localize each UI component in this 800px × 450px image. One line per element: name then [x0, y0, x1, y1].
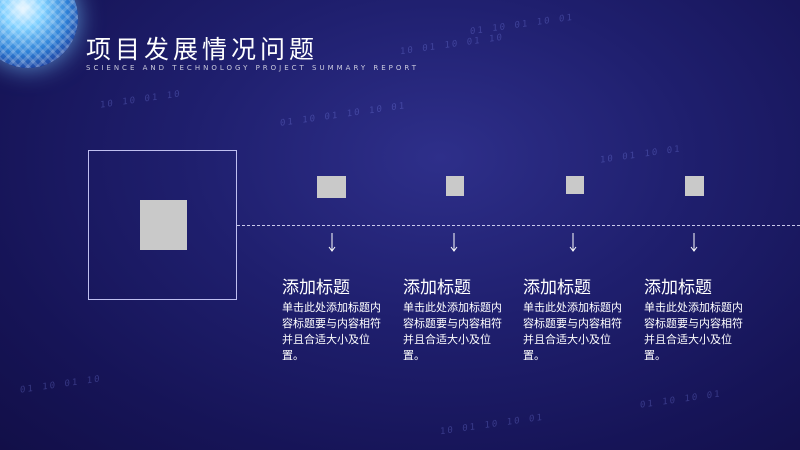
binary-code-decoration: 10 01 10 01 10 [400, 32, 504, 58]
binary-code-decoration: 01 10 01 10 01 [470, 12, 574, 38]
binary-code-decoration: 10 01 10 10 01 [440, 412, 544, 438]
step-heading: 添加标题 [644, 278, 712, 298]
step-description: 单击此处添加标题内容标题要与内容相符并且合适大小及位置。 [282, 301, 381, 362]
arrow-down-icon [569, 233, 577, 252]
disco-ball-icon [0, 0, 78, 68]
main-image-placeholder[interactable] [140, 200, 187, 250]
step-heading: 添加标题 [282, 278, 350, 298]
step-description: 单击此处添加标题内容标题要与内容相符并且合适大小及位置。 [403, 301, 502, 362]
binary-code-decoration: 01 10 01 10 [20, 374, 102, 396]
arrow-down-icon [328, 233, 336, 252]
binary-code-decoration: 10 01 10 01 [600, 144, 682, 166]
step-heading: 添加标题 [523, 278, 591, 298]
binary-code-decoration: 10 10 01 10 [100, 89, 182, 111]
page-title: 项目发展情况问题 [86, 35, 319, 64]
step-image-placeholder[interactable] [685, 176, 704, 196]
step-image-placeholder[interactable] [317, 176, 346, 198]
step-heading: 添加标题 [403, 278, 471, 298]
step-image-placeholder[interactable] [566, 176, 584, 194]
main-image-frame [88, 150, 237, 300]
step-image-placeholder[interactable] [446, 176, 464, 196]
step-description: 单击此处添加标题内容标题要与内容相符并且合适大小及位置。 [523, 301, 622, 362]
arrow-down-icon [690, 233, 698, 252]
page-subtitle: SCIENCE AND TECHNOLOGY PROJECT SUMMARY R… [86, 64, 420, 72]
step-description: 单击此处添加标题内容标题要与内容相符并且合适大小及位置。 [644, 301, 743, 362]
binary-code-decoration: 01 10 10 01 [640, 389, 722, 411]
arrow-down-icon [450, 233, 458, 252]
timeline-dashed-line [237, 225, 800, 226]
binary-code-decoration: 01 10 01 10 10 01 [280, 101, 407, 129]
